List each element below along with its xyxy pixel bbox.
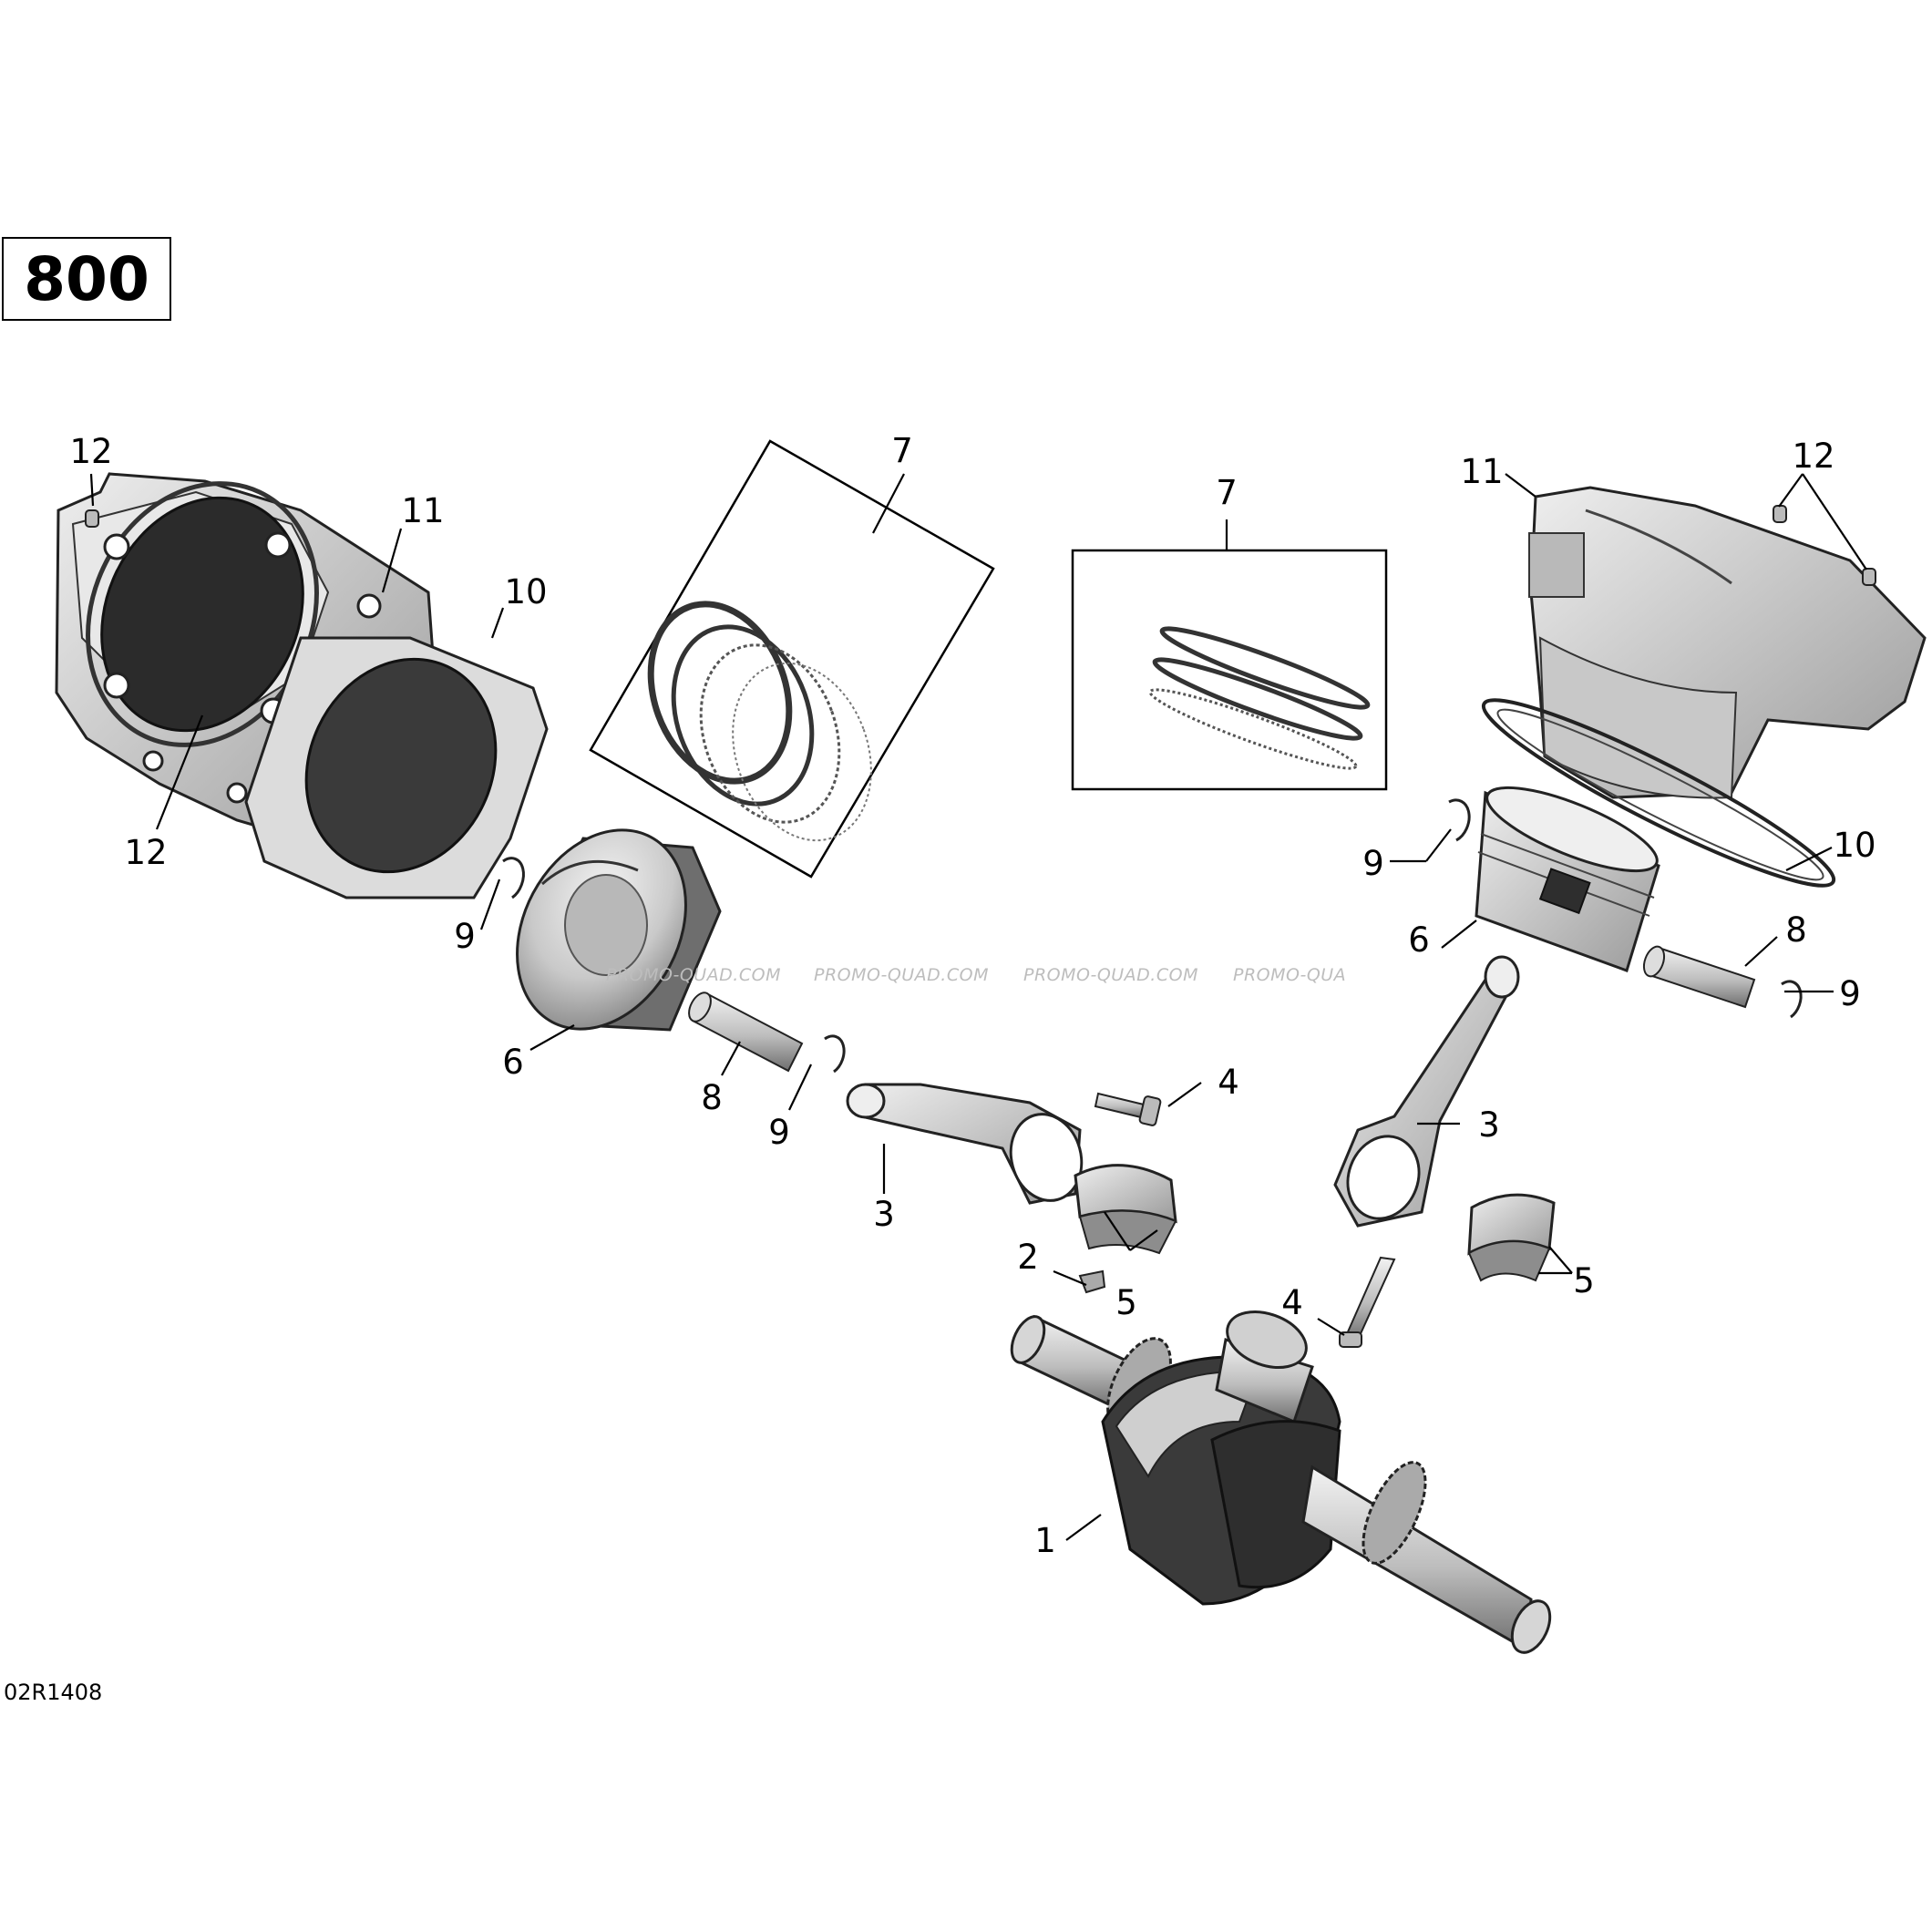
left-rod-bolt: [1094, 1092, 1162, 1126]
left-dowel-pin: [85, 509, 99, 528]
left-piston: [516, 828, 722, 1032]
callout-8-left-pin: 8: [701, 1078, 723, 1117]
left-cylinder-gasket: [244, 636, 549, 899]
right-cylinder-gasket: [1481, 698, 1836, 888]
woodruff-key: [1078, 1269, 1106, 1294]
left-piston-pin: [688, 992, 804, 1073]
callout-10-left-gasket: 10: [504, 572, 547, 611]
leader-lines: [89, 473, 1867, 1541]
right-dowel-pin-1: [1773, 505, 1787, 523]
left-circlip-lower: [824, 1034, 846, 1074]
watermark-2: PROMO-QUAD.COM: [814, 965, 989, 985]
callout-7-right-rings: 7: [1216, 473, 1238, 512]
left-piston-rings: [647, 601, 872, 842]
callout-7-left-rings: 7: [891, 431, 913, 470]
right-rod-bolt: [1339, 1256, 1396, 1348]
right-piston-rings: [1148, 626, 1371, 770]
right-connecting-rod: [1333, 955, 1520, 1228]
callout-5-left-bearing: 5: [1115, 1283, 1137, 1322]
callout-6-left-piston: 6: [502, 1043, 524, 1082]
right-dowel-pin-2: [1862, 568, 1876, 586]
left-rod-bearing: [1074, 1164, 1177, 1255]
callout-12-left-dowel: 12: [69, 432, 112, 471]
right-circlip-upper: [1448, 798, 1471, 842]
right-piston: [1475, 786, 1660, 972]
callout-3-right-rod: 3: [1478, 1105, 1500, 1145]
callout-5-right-bearing: 5: [1573, 1261, 1595, 1300]
callout-2-key: 2: [1017, 1238, 1039, 1277]
watermark-3: PROMO-QUAD.COM: [1023, 965, 1198, 985]
callout-12-right-dowels: 12: [1792, 437, 1834, 476]
callout-12-left-cylinder: 12: [124, 833, 167, 872]
callout-9-left-circlip-lower: 9: [768, 1113, 790, 1152]
callout-3-left-rod: 3: [873, 1195, 895, 1234]
callout-11-right-cylinder: 11: [1460, 452, 1503, 491]
watermark-1: PROMO-QUAD.COM: [606, 965, 781, 985]
figure-code: 02R1408: [4, 1680, 103, 1705]
left-connecting-rod: [846, 1083, 1084, 1205]
right-circlip-lower: [1781, 980, 1803, 1019]
callout-8-right-pin: 8: [1785, 910, 1807, 950]
callout-9-right-circlip-lower: 9: [1839, 974, 1861, 1013]
right-piston-pin: [1642, 945, 1756, 1009]
right-cylinder: [1528, 486, 1927, 799]
watermark-4: PROMO-QUA: [1233, 965, 1346, 985]
model-label: 800: [24, 243, 149, 314]
right-rod-bearing: [1467, 1193, 1556, 1282]
left-circlip-upper: [502, 857, 525, 899]
model-label-box: 800: [2, 237, 171, 321]
callout-9-right-circlip-upper: 9: [1362, 844, 1384, 883]
callout-4-left-bolt: 4: [1218, 1063, 1239, 1102]
crankshaft: [1010, 1310, 1552, 1654]
callout-1-crankshaft: 1: [1034, 1521, 1056, 1560]
callout-10-right-gasket: 10: [1833, 826, 1875, 865]
callout-4-right-bolt: 4: [1281, 1283, 1303, 1322]
callout-6-right-piston: 6: [1408, 920, 1430, 960]
callout-9-left-circlip-upper: 9: [454, 917, 476, 956]
callout-11-left-cylinder: 11: [401, 491, 444, 530]
